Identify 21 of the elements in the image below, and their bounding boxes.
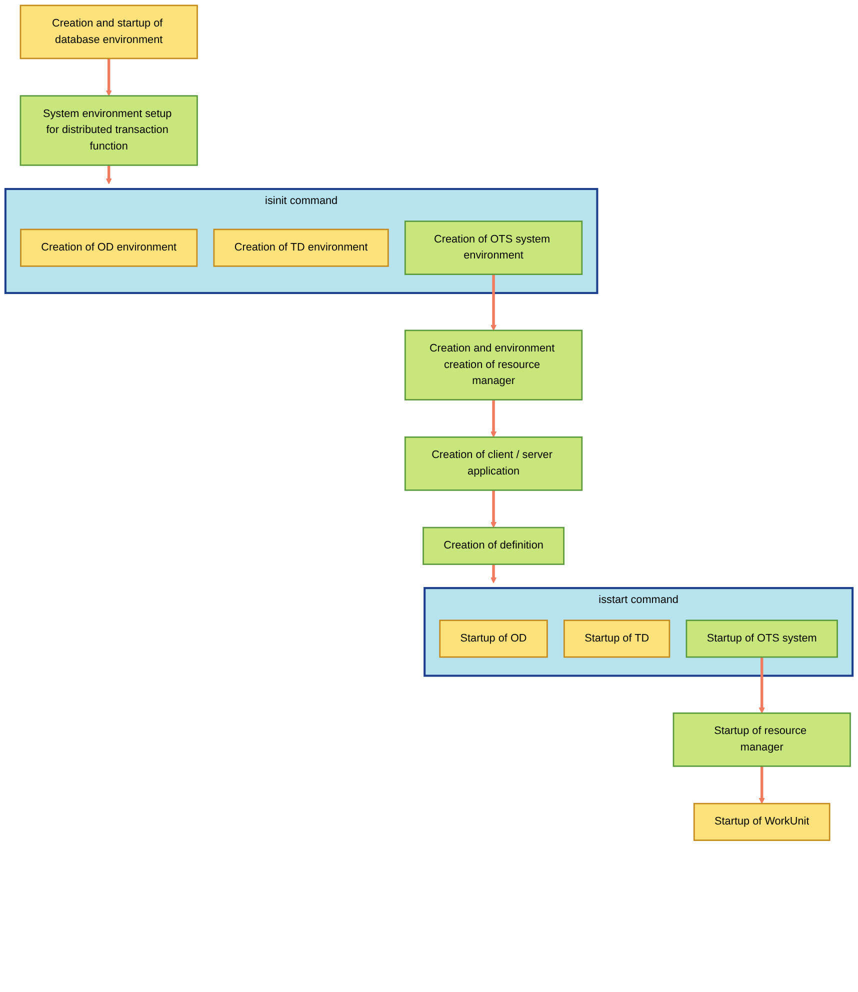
arrow [758, 657, 765, 714]
node-box: Creation and environment creation of resource manager [404, 330, 583, 400]
node-box: System environment setup for distributed transaction function [20, 95, 198, 166]
arrow [106, 165, 112, 184]
node-box: Creation of OTS system environment [404, 220, 583, 275]
arrow [490, 400, 497, 438]
node-box: Startup of WorkUnit [693, 802, 830, 841]
arrow [490, 490, 497, 528]
arrow [106, 58, 112, 96]
arrow [490, 274, 497, 331]
node-box: Creation of TD environment [213, 228, 389, 267]
node-box: Startup of resource manager [672, 712, 851, 767]
node-box: Startup of TD [564, 620, 670, 658]
node-box: Startup of OD [439, 620, 548, 658]
arrow [490, 564, 497, 584]
arrow [758, 766, 765, 804]
node-box: Creation of definition [422, 526, 564, 565]
node-box: Creation of OD environment [20, 228, 198, 267]
node-box: Creation and startup of database environment [20, 4, 198, 60]
node-box: Startup of OTS system [686, 620, 838, 658]
node-box: Creation of client / server application [404, 436, 583, 491]
